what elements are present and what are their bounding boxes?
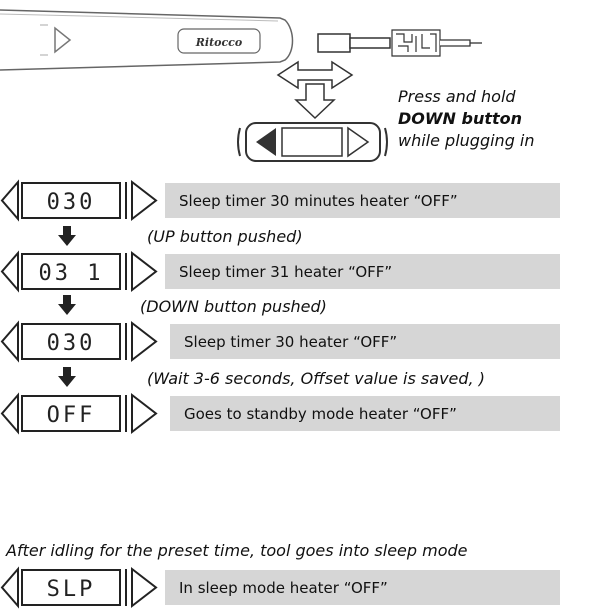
plug-connector-icon [317, 29, 482, 57]
handle-up-arrow-icon [54, 26, 72, 54]
down-arrow-icon [58, 226, 76, 246]
sleep-caption: After idling for the preset time, tool g… [6, 541, 468, 560]
display-value: 03 1 [39, 261, 104, 286]
tool-handle [0, 9, 294, 71]
connect-arrows-icon [276, 60, 354, 120]
display-value: OFF [47, 403, 96, 428]
instruction-line-1: Press and hold [398, 87, 516, 106]
button-pad-illustration [237, 122, 388, 162]
left-arrow-icon [0, 566, 19, 609]
action-note: (UP button pushed) [147, 227, 303, 246]
down-arrow-icon [58, 295, 76, 315]
display-unit: 030 [0, 179, 158, 222]
step-label: In sleep mode heater “OFF” [165, 570, 560, 605]
left-arrow-icon [0, 320, 19, 363]
display-unit: 03 1 [0, 250, 158, 293]
left-arrow-icon [0, 250, 19, 293]
instruction-line-2: DOWN button [398, 109, 523, 128]
right-arrow-icon [131, 179, 158, 222]
right-arrow-icon [131, 250, 158, 293]
step-label: Sleep timer 31 heater “OFF” [165, 254, 560, 289]
display-unit: SLP [0, 566, 158, 609]
action-note: (Wait 3-6 seconds, Offset value is saved… [147, 369, 485, 388]
step-label: Goes to standby mode heater “OFF” [170, 396, 560, 431]
down-arrow-icon [58, 367, 76, 387]
step-label: Sleep timer 30 minutes heater “OFF” [165, 183, 560, 218]
down-button-filled-icon [256, 128, 276, 156]
display-value: 030 [47, 331, 96, 356]
up-button-outline-icon [347, 126, 370, 158]
brand-plate [177, 28, 261, 54]
brand-text: Ritocco [195, 36, 242, 49]
display-unit: 030 [0, 320, 158, 363]
step-label: Sleep timer 30 heater “OFF” [170, 324, 560, 359]
right-arrow-icon [131, 566, 158, 609]
right-arrow-icon [131, 320, 158, 363]
tool-illustration: Ritocco [0, 9, 482, 162]
left-arrow-icon [0, 179, 19, 222]
display-value: 030 [47, 190, 96, 215]
display-unit: OFF [0, 392, 158, 435]
right-arrow-icon [131, 392, 158, 435]
action-note: (DOWN button pushed) [140, 297, 327, 316]
instruction-line-3: while plugging in [398, 131, 535, 150]
display-value: SLP [47, 577, 96, 602]
left-arrow-icon [0, 392, 19, 435]
